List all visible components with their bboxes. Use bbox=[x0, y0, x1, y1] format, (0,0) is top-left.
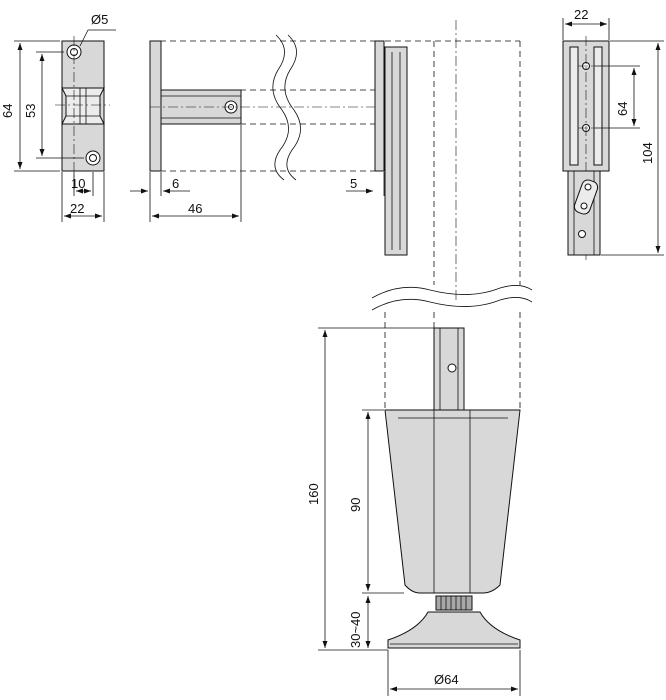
side-tab-hole bbox=[578, 230, 586, 238]
dim-plate-thickness: 5 bbox=[350, 176, 357, 191]
dim-leg-height: 160 bbox=[306, 483, 321, 505]
dim-bracket-flange: 6 bbox=[172, 176, 179, 191]
bracket-side-view bbox=[149, 34, 390, 181]
dim-clip-height: 64 bbox=[0, 104, 15, 118]
dim-foot-height: 90 bbox=[348, 498, 363, 512]
dim-side-width: 22 bbox=[574, 7, 588, 22]
cam-lock bbox=[573, 179, 599, 215]
bracket-flange bbox=[149, 40, 162, 172]
clip-front-view bbox=[55, 36, 110, 190]
clip-groove bbox=[61, 87, 105, 125]
dim-clip-offset: 10 bbox=[71, 176, 85, 191]
dim-bracket-depth: 46 bbox=[188, 201, 202, 216]
tapered-foot bbox=[384, 409, 521, 594]
dim-adjust-range: 30~40 bbox=[348, 611, 363, 648]
bracket-dimensions: 6 46 5 bbox=[130, 125, 400, 222]
mounting-plate bbox=[384, 46, 408, 256]
leg-dimensions: 160 90 30~40 Ø64 bbox=[306, 327, 521, 696]
dim-base-diameter: Ø64 bbox=[434, 672, 459, 687]
leg-column bbox=[371, 20, 533, 649]
dim-side-height: 104 bbox=[640, 142, 655, 164]
dim-clip-hole-spacing: 53 bbox=[23, 104, 38, 118]
dim-clip-hole-diameter: Ø5 bbox=[91, 12, 108, 27]
dim-side-hole-spacing: 64 bbox=[615, 102, 630, 116]
adjuster-stem bbox=[435, 595, 473, 611]
base-pad bbox=[387, 611, 521, 649]
inner-tube-hole bbox=[447, 363, 457, 373]
rail-plate bbox=[374, 40, 385, 172]
side-view bbox=[562, 36, 610, 260]
dim-clip-width: 22 bbox=[70, 201, 84, 216]
clip-dimensions: Ø5 64 53 10 22 bbox=[0, 12, 116, 222]
side-dimensions: 22 64 104 bbox=[562, 7, 664, 256]
